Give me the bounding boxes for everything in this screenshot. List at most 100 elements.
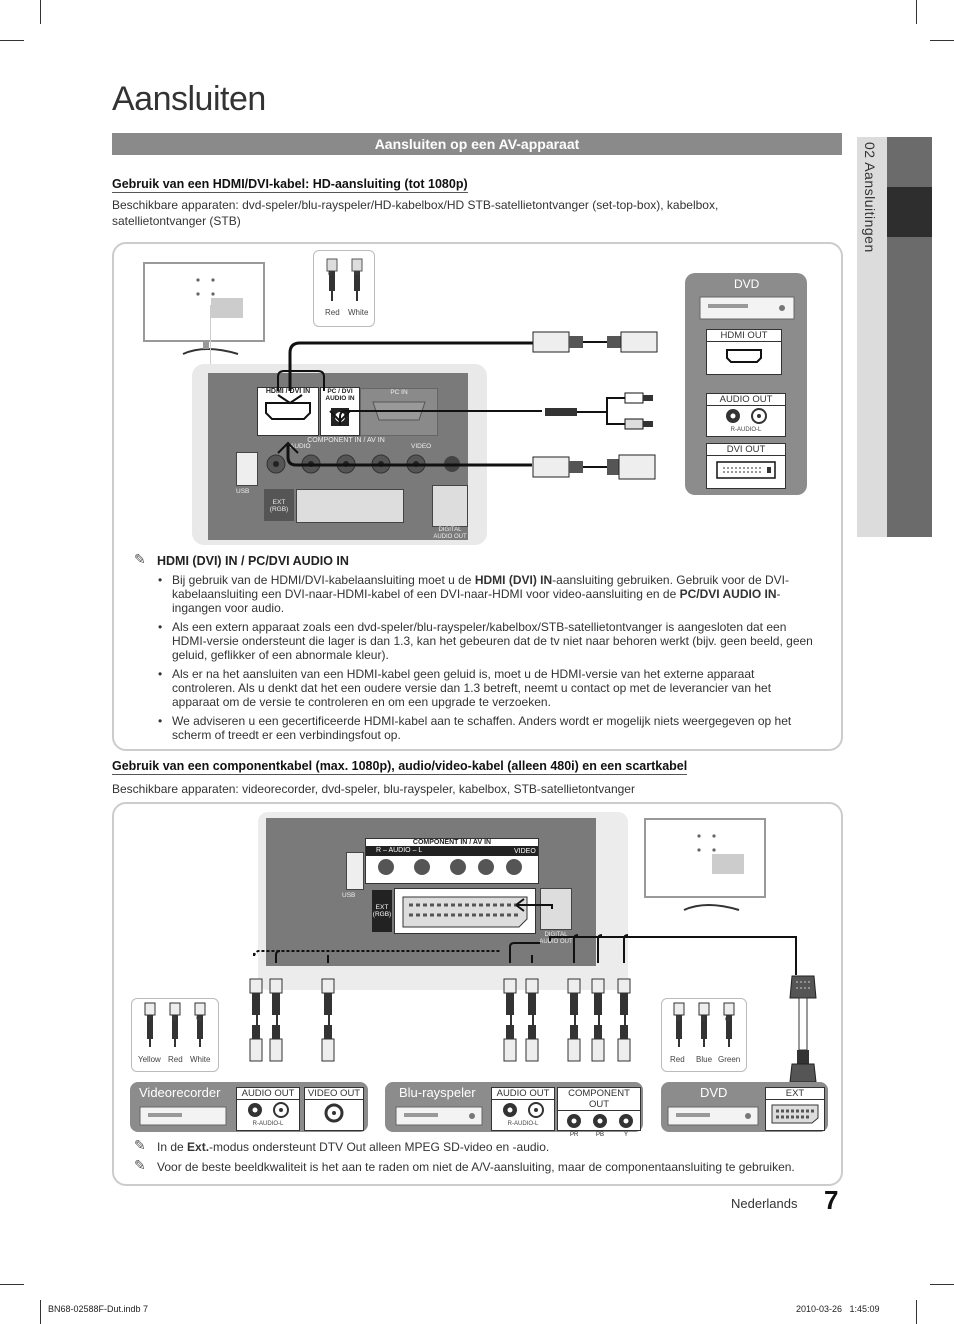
side-tab [857,137,887,537]
tv-usb-label: USB [342,892,356,899]
hdmi-plug-icon [532,330,658,359]
plug-label: Yellow [138,1055,161,1064]
dvd-title: DVD [734,277,760,291]
plug-label: Blue [696,1055,713,1064]
crop-mark [916,0,917,24]
crop-mark [40,0,41,24]
tv-hdmi-port: HDMI / DVI IN [257,387,319,436]
tv-icon [143,262,268,362]
dvd-player-icon [699,295,796,326]
tv-connector-line [210,305,229,365]
component-heading: Gebruik van een componentkabel (max. 108… [112,759,688,775]
tv-pcdvi-label: PC / DVI AUDIO IN [325,388,355,402]
hdmi-heading: Gebruik van een HDMI/DVI-kabel: HD-aansl… [112,177,468,193]
vcr-audio-sub: R-AUDIO-L [252,1121,284,1127]
vcr-audio-out-label: AUDIO OUT [237,1088,299,1100]
crop-mark [930,40,954,41]
bluray-component-out: COMPONENT OUT PR PB Y [557,1087,641,1138]
component-note-2: Voor de beste beeldkwaliteit is het aan … [157,1160,795,1174]
tv-optical-port [432,485,468,527]
dvi-plug-icon [532,453,658,488]
note-heading: HDMI (DVI) IN / PC/DVI AUDIO IN [157,554,349,568]
section-bar: Aansluiten op een AV-apparaat [112,133,842,155]
plug-label-white: White [348,308,369,317]
footer-file: BN68-02588F-Dut.indb 7 [48,1304,149,1314]
dvd-audio-out: AUDIO OUT R-AUDIO-L [706,393,786,437]
tv-digital-label: DIGITAL AUDIO OUT [433,527,467,540]
rca-plug-legend: R W Red White [313,250,375,327]
pencil-note-icon: ✎ [134,1137,146,1153]
tv-usb-label: USB [236,488,250,495]
component-sub-label: PB [596,1132,605,1138]
scart-plug-icon [788,972,820,1087]
tv-usb-port [236,452,258,486]
dvd-dvi-out: DVI OUT [706,443,786,489]
tv-audio-label: AUDIO [290,443,311,450]
crop-mark [0,1284,24,1285]
bluray-player-icon [395,1105,484,1132]
rca-plug-icon [246,975,646,1070]
tv-pcin-label: PC IN [390,389,408,396]
plug-label: Green [718,1055,741,1064]
dvd-ext-port: EXT [765,1087,825,1131]
crop-mark [0,40,24,41]
plug-letter: R [172,1017,177,1023]
page-number: 7 [824,1185,839,1215]
dvd-player-icon [667,1105,760,1132]
bluray-title: Blu-rayspeler [399,1085,476,1100]
side-tab-marker [887,187,932,237]
tv-usb-port [346,852,364,890]
pencil-note-icon: ✎ [134,551,146,567]
list-item: Bij gebruik van de HDMI/DVI-kabelaanslui… [155,573,815,615]
plug-letter-w: W [354,271,360,277]
rca-plug-legend-left: Y R W Yellow Red White [131,998,219,1072]
tv-optical-port [540,888,572,930]
list-item: We adviseren u een gecertificeerde HDMI-… [155,714,815,742]
component-sub-label: PR [570,1132,579,1138]
bluray-component-out-label: COMPONENT OUT [558,1088,640,1111]
bluray-audio-out-label: AUDIO OUT [492,1088,554,1100]
component-cables [253,898,801,1055]
tv-component-label: COMPONENT IN / AV IN [307,437,385,444]
plug-letter: B [701,1017,706,1023]
rca-plug-icon [545,388,655,443]
tv-scart-port [296,489,404,523]
dvd-hdmi-out-label: HDMI OUT [707,330,781,342]
dvd-audio-out-label: AUDIO OUT [707,394,785,406]
rca-plug-icon [326,258,363,301]
plug-label: Red [168,1055,183,1064]
tv-component-block: COMPONENT IN / AV IN R – AUDIO – L [365,838,539,884]
rca-plug-legend-right: R B G Red Blue Green [661,998,747,1072]
vcr-video-out: VIDEO OUT [304,1087,364,1131]
hdmi-note-list: Bij gebruik van de HDMI/DVI-kabelaanslui… [155,573,815,747]
language-label: Nederlands [731,1196,798,1211]
tv-audio-label: R – AUDIO – L [366,846,538,856]
tv-video-label: VIDEO [411,443,432,450]
component-sub-label: Y [624,1132,629,1138]
tv-digital-label: DIGITAL AUDIO OUT [539,932,573,945]
vcr-title: Videorecorder [139,1085,221,1100]
crop-mark [916,1300,917,1324]
tv-ext-label: EXT (RGB) [372,890,392,932]
side-tab-label: 02 Aansluitingen [862,142,878,253]
dvd-title-2: DVD [700,1085,728,1100]
plug-label-red: Red [325,308,340,317]
hdmi-devices: Beschikbare apparaten: dvd-speler/blu-ra… [112,198,719,228]
component-note-1: In de Ext.-modus ondersteunt DTV Out all… [157,1140,550,1154]
plug-letter: W [196,1017,202,1023]
footer-date: 2010-03-26 1:45:09 [796,1304,880,1314]
component-devices: Beschikbare apparaten: videorecorder, dv… [112,782,635,796]
tv-scart-port [394,888,536,934]
tv-ext-label: EXT (RGB) [264,489,294,521]
dvd-audio-sub: R-AUDIO-L [730,427,762,433]
tv-hdmi-label: HDMI / DVI IN [265,388,311,395]
plug-letter-r: R [328,271,333,277]
hdmi-cables [277,341,542,467]
dvd-dvi-out-label: DVI OUT [707,444,785,456]
plug-letter: Y [147,1017,152,1023]
dvd-hdmi-out: HDMI OUT [706,329,782,375]
dvd-ext-label: EXT [766,1088,824,1100]
tv-icon [644,818,769,918]
page-title: Aansluiten [112,80,266,118]
bluray-audio-sub: R-AUDIO-L [507,1121,539,1127]
